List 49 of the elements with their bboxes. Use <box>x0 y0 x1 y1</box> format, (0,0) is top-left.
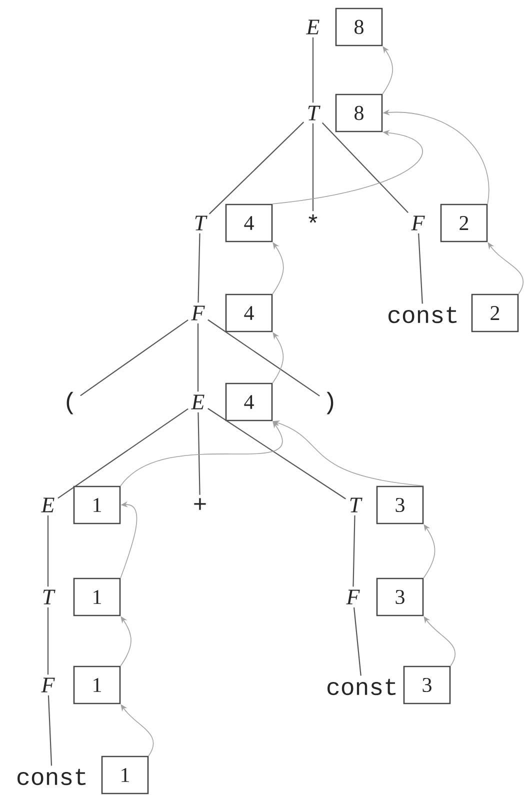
terminal-label: const <box>18 768 86 786</box>
symbol-label: E <box>306 20 320 34</box>
symbol-label: E <box>191 394 204 410</box>
value-box: 2 <box>440 204 488 242</box>
symbol-label: T <box>308 106 320 120</box>
value-box: 3 <box>376 578 424 616</box>
tree-branch <box>322 122 408 213</box>
tree-branch <box>198 233 200 303</box>
value-box: 8 <box>335 8 383 46</box>
value-box: 1 <box>73 486 121 524</box>
terminal-label: const <box>328 678 396 696</box>
tree-branch <box>80 320 188 396</box>
symbol-label: T <box>350 498 362 512</box>
tree-branch <box>208 319 320 396</box>
value-box: 3 <box>376 486 424 524</box>
value-box: 4 <box>225 204 273 242</box>
symbol-label: F <box>346 590 360 604</box>
tree-branch <box>197 323 199 392</box>
terminal-label: * <box>308 214 318 223</box>
symbol-label: F <box>191 306 205 320</box>
tree-branch <box>312 37 314 103</box>
terminal-label: ( <box>66 392 74 414</box>
symbol-label: F <box>41 678 55 692</box>
value-box: 4 <box>225 382 273 422</box>
value-box: 4 <box>225 294 273 332</box>
tree-branch <box>208 122 304 214</box>
tree-branch <box>58 408 188 499</box>
value-box: 8 <box>335 94 383 132</box>
tree-branch <box>198 412 200 495</box>
value-box: 1 <box>101 756 149 794</box>
tree-branch <box>418 233 423 304</box>
tree-branch <box>312 123 314 212</box>
tree-branch <box>352 515 356 587</box>
tree-branch <box>208 408 346 500</box>
symbol-label: T <box>43 590 56 604</box>
tree-branch <box>48 695 52 766</box>
value-box: 2 <box>471 294 519 332</box>
symbol-label: T <box>195 216 208 230</box>
tree-branch <box>47 607 49 675</box>
tree-branch <box>353 607 362 676</box>
value-box: 3 <box>403 666 451 704</box>
value-box: 1 <box>73 578 121 616</box>
terminal-label: const <box>388 306 456 324</box>
value-box: 1 <box>73 666 121 704</box>
terminal-label: ) <box>326 392 334 414</box>
symbol-label: E <box>41 498 54 512</box>
symbol-label: F <box>411 216 425 230</box>
terminal-label: + <box>194 498 206 510</box>
tree-branch <box>47 515 49 587</box>
